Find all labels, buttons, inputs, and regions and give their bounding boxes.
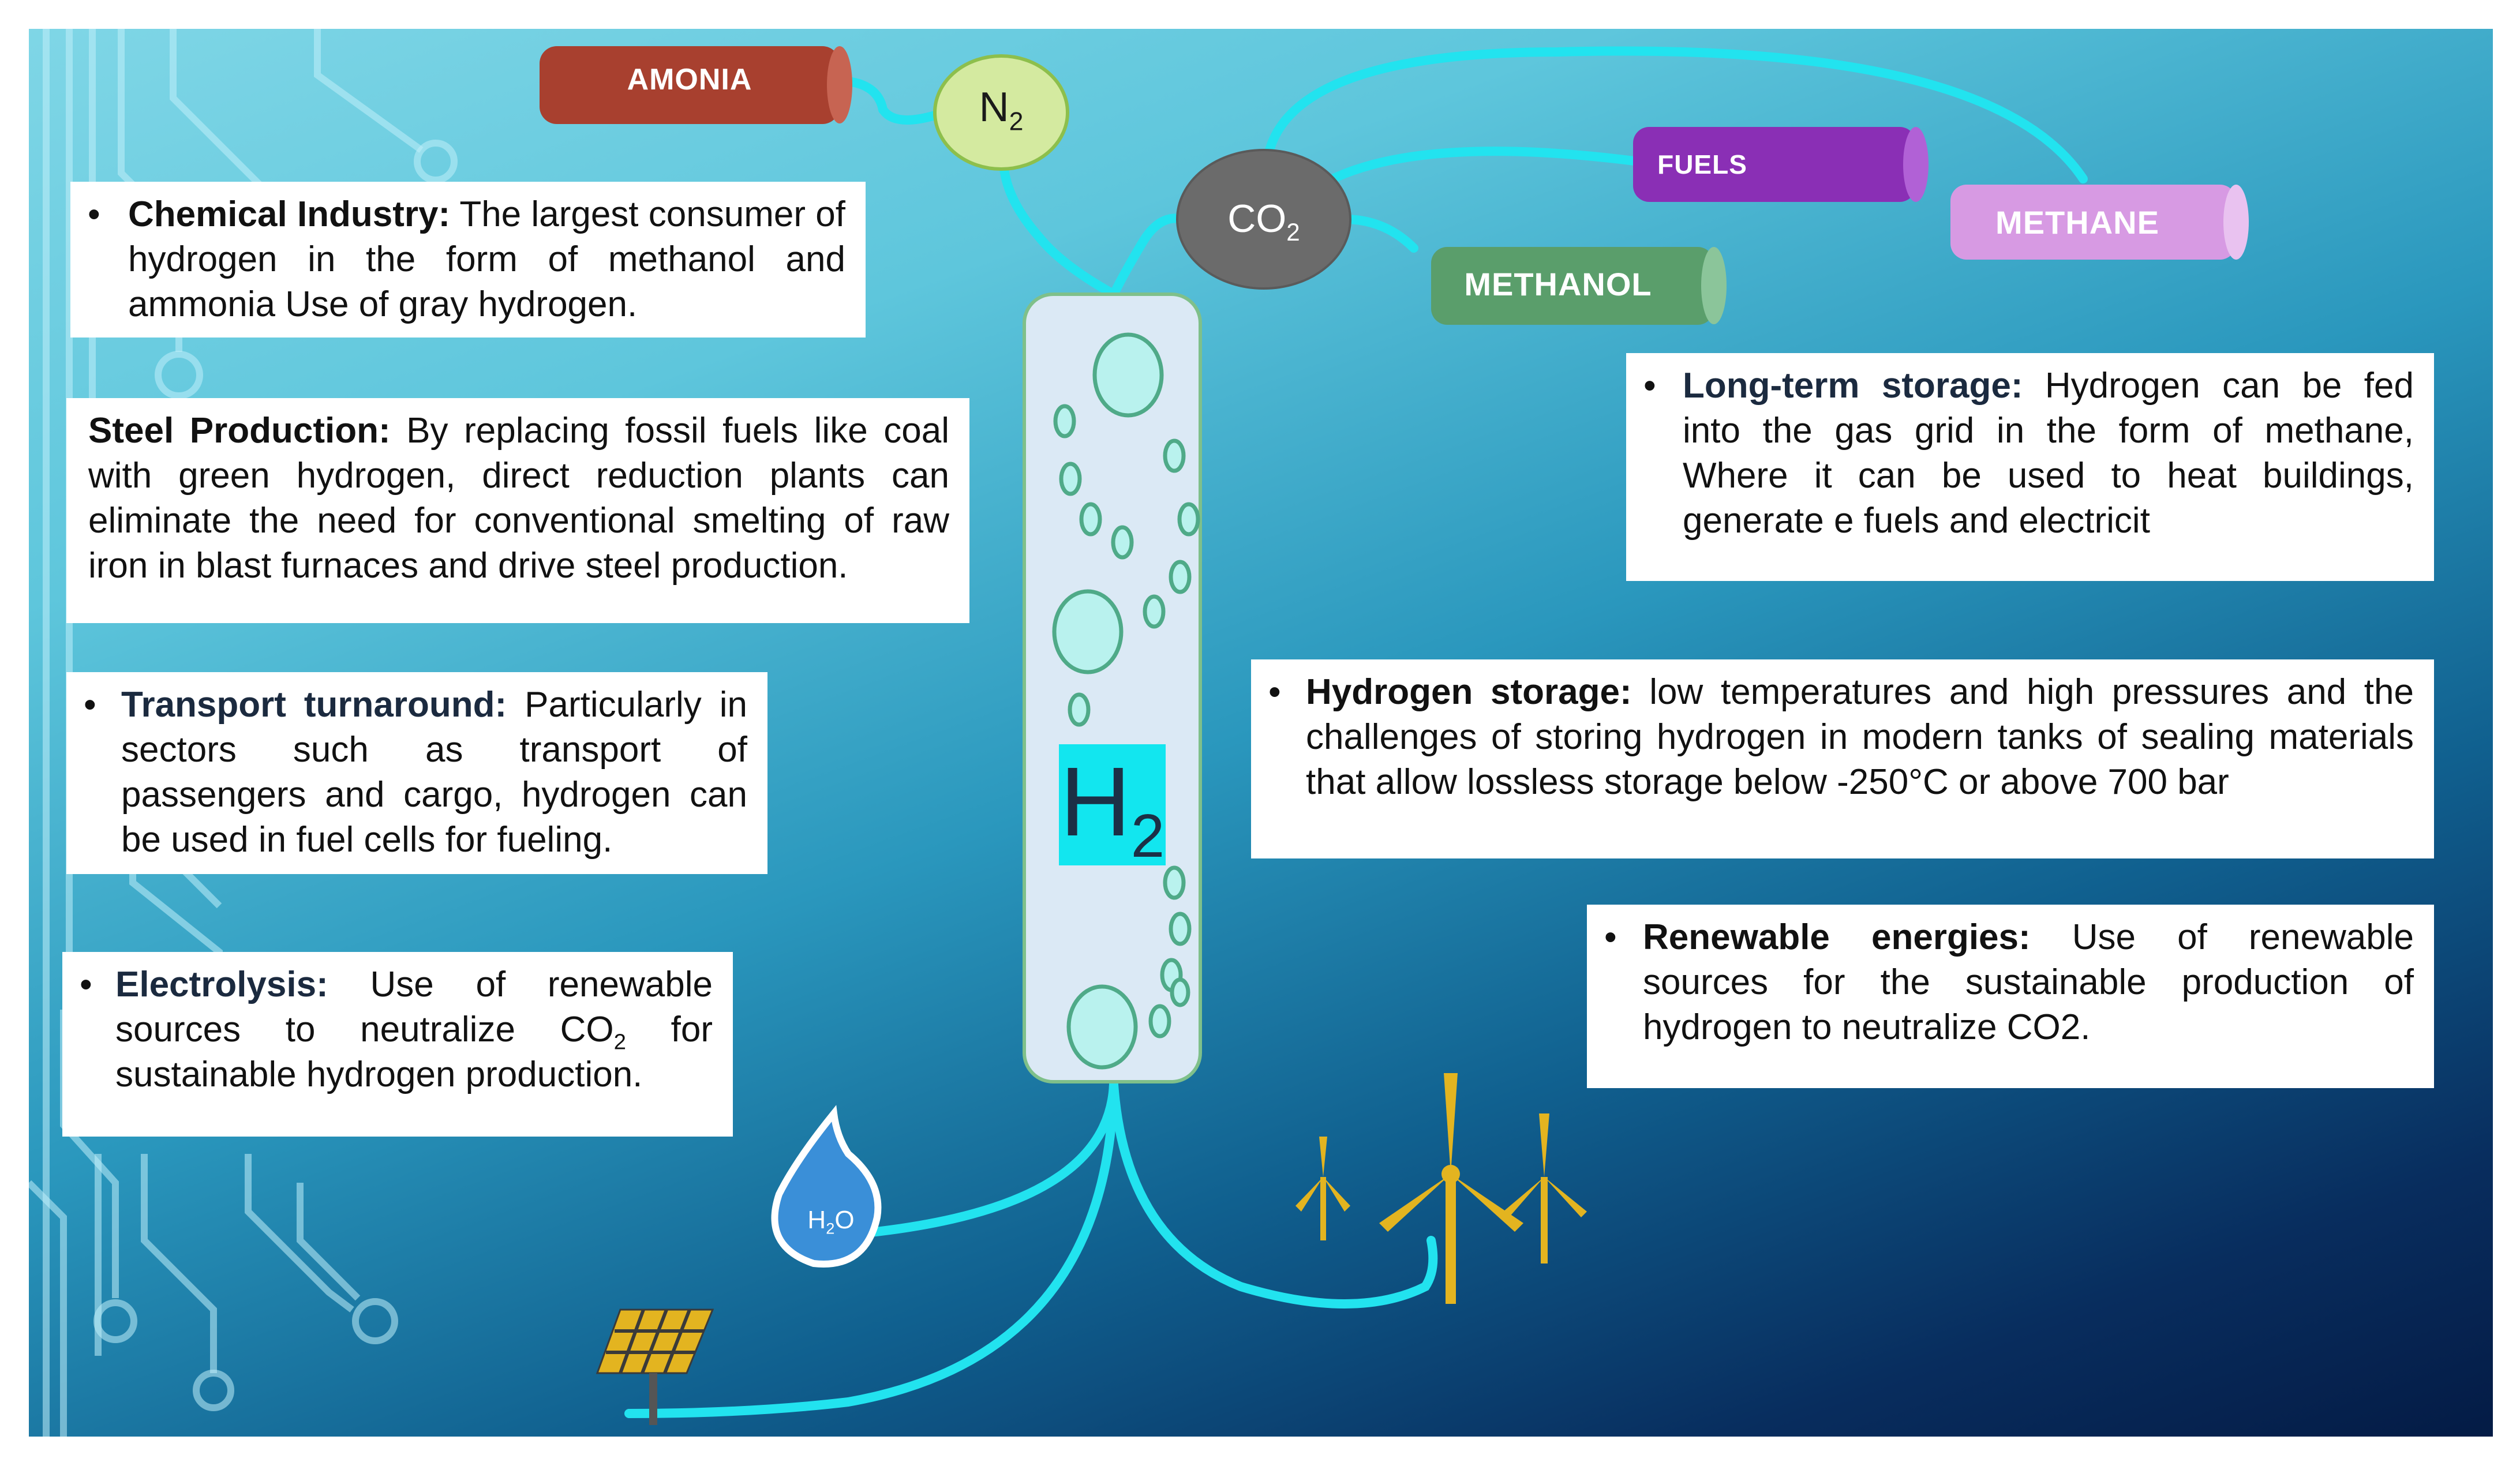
ammonia-pipe (540, 46, 852, 124)
steel-production-title: Steel Production: (88, 411, 391, 451)
solar-panel (596, 1308, 714, 1425)
steel-production-box: Steel Production: By replacing fossil fu… (66, 398, 969, 623)
wind-turbine-small-left (1295, 1137, 1350, 1240)
bullet: • (80, 965, 92, 1004)
n2-molecule (933, 54, 1069, 171)
co2-molecule (1176, 149, 1351, 290)
hydrogen-storage-box: • Hydrogen storage: low temperatures and… (1251, 659, 2434, 858)
ammonia-label: AMONIA (627, 63, 752, 96)
hydrogen-storage-title: Hydrogen storage: (1306, 672, 1632, 712)
bullet: • (84, 685, 96, 725)
long-term-storage-title: Long-term storage: (1683, 366, 2023, 406)
methanol-label: METHANOL (1464, 266, 1652, 302)
chemical-industry-title: Chemical Industry: (128, 194, 451, 234)
methane-label: METHANE (1995, 204, 2159, 241)
transport-turnaround-text: Particularly in sectors such as transpor… (121, 685, 747, 860)
wind-turbine-small-right (1503, 1113, 1587, 1263)
wind-turbine-large (1379, 1073, 1523, 1304)
fuels-pipe (1633, 127, 1929, 202)
h2o-label: H2O (807, 1206, 855, 1238)
chemical-industry-box: • Chemical Industry: The largest consume… (70, 182, 866, 338)
long-term-storage-text: Hydrogen can be fed into the gas grid in… (1683, 366, 2414, 541)
wind-turbines (1295, 1073, 1587, 1304)
methanol-pipe (1431, 247, 1727, 325)
bullet: • (1643, 366, 1656, 406)
bullet: • (1604, 917, 1617, 957)
co2-label: CO2 (1227, 197, 1300, 246)
renewable-energies-box: • Renewable energies: Use of renewable s… (1587, 905, 2434, 1088)
bullet: • (88, 194, 100, 234)
chemical-industry-text: The largest consumer of hydrogen in the … (128, 194, 845, 324)
water-drop (771, 1105, 882, 1268)
steel-production-text: By replacing fossil fuels like coal with… (88, 411, 949, 586)
electrolysis-title: Electrolysis: (115, 965, 328, 1004)
long-term-storage-box: • Long-term storage: Hydrogen can be fed… (1626, 353, 2434, 581)
renewable-energies-title: Renewable energies: (1643, 917, 2031, 957)
electrolysis-box: • Electrolysis: Use of renewable sources… (62, 952, 733, 1137)
transport-turnaround-title: Transport turnaround: (121, 685, 507, 725)
transport-turnaround-box: • Transport turnaround: Particularly in … (66, 672, 767, 874)
n2-label: N2 (979, 84, 1024, 136)
hydrogen-tank (1023, 293, 1202, 1083)
h2-label: H2 (1059, 744, 1166, 867)
hydrogen-bubbles (1052, 332, 1200, 1070)
electrolysis-text-subscript: 2 (613, 1029, 626, 1055)
electrolysis-text-end: for sustainable hydrogen production. (115, 1010, 713, 1094)
hydrogen-storage-text: low temperatures and high pressures and … (1306, 672, 2414, 802)
fuels-label: FUELS (1657, 149, 1747, 179)
renewable-energies-text: Use of renewable sources for the sustain… (1643, 917, 2414, 1047)
electrolysis-text: Use of renewable sources to neutralize C… (115, 965, 713, 1049)
bullet: • (1268, 672, 1281, 712)
methane-pipe (1950, 185, 2249, 260)
diagram-canvas: AMONIA FUELS METHANE METHANOL N2 CO2 H2O… (29, 29, 2493, 1437)
